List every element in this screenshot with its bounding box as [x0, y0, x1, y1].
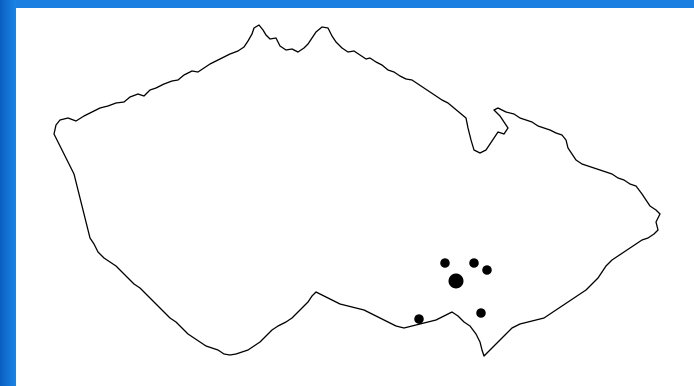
map-canvas	[16, 8, 694, 386]
slide-frame-left-bar	[0, 0, 16, 386]
locality-markers	[414, 258, 492, 324]
locality-marker-large	[448, 273, 464, 289]
locality-marker	[414, 314, 424, 324]
locality-marker	[476, 308, 486, 318]
country-outline	[53, 24, 661, 357]
locality-marker	[482, 265, 492, 275]
locality-marker	[440, 258, 450, 268]
distribution-map	[53, 24, 661, 357]
locality-marker	[469, 258, 479, 268]
